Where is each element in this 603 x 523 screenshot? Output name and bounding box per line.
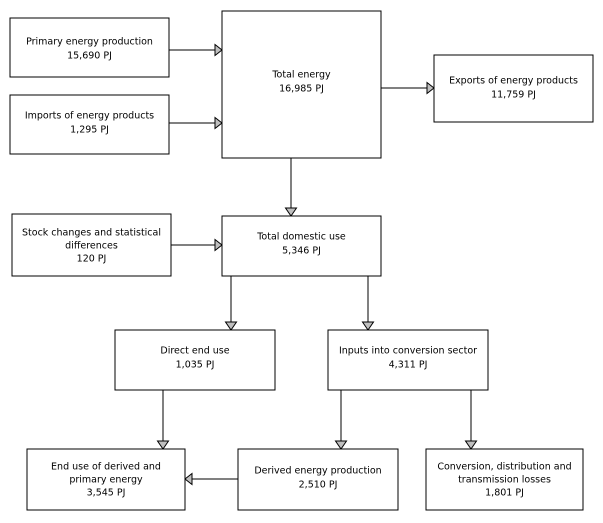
edge-total-energy-to-exports [381, 81, 435, 95]
arrow-head-right-icon [214, 116, 223, 130]
node-value-line: 15,690 PJ [67, 51, 112, 62]
arrow-head-down-icon [464, 440, 478, 450]
node-value-line: 2,510 PJ [299, 480, 338, 491]
node-label-line-2: primary energy [69, 475, 143, 486]
node-value-line: 16,985 PJ [279, 84, 324, 95]
node-box[interactable] [9, 17, 170, 78]
node-box[interactable] [221, 215, 382, 277]
node-label-line: Total energy [271, 70, 331, 81]
node-end-use-of-derived-and-primary-energy[interactable]: End use of derived and primary energy 3,… [26, 448, 186, 511]
node-value-line: 1,035 PJ [176, 360, 215, 371]
node-value-line: 1,295 PJ [70, 125, 109, 136]
node-total-domestic-use[interactable]: Total domestic use 5,346 PJ [221, 215, 382, 277]
edge-total-domestic-use-to-direct-end-use [224, 276, 238, 331]
arrow-head-down-icon [284, 207, 298, 217]
node-exports-of-energy-products[interactable]: Exports of energy products 11,759 PJ [433, 54, 594, 123]
node-conversion-distribution-and-transmission-losses[interactable]: Conversion, distribution and transmissio… [425, 448, 584, 511]
node-inputs-into-conversion-sector[interactable]: Inputs into conversion sector 4,311 PJ [327, 329, 489, 391]
node-label-line: Primary energy production [26, 37, 153, 48]
node-label-line-1: Conversion, distribution and [437, 462, 571, 473]
node-box[interactable] [425, 448, 584, 511]
node-label-line: Total domestic use [256, 232, 346, 243]
node-value-line: 3,545 PJ [87, 488, 126, 499]
node-box[interactable] [26, 448, 186, 511]
node-label-line: Direct end use [160, 346, 229, 357]
edge-stock-changes-to-total-domestic-use [171, 238, 223, 252]
node-direct-end-use[interactable]: Direct end use 1,035 PJ [114, 329, 276, 391]
edge-total-energy-to-total-domestic-use [284, 158, 298, 217]
node-total-energy[interactable]: Total energy 16,985 PJ [221, 10, 382, 159]
edge-total-domestic-use-to-inputs-conversion [361, 276, 375, 331]
node-label-line-2: transmission losses [458, 475, 551, 486]
node-box[interactable] [237, 448, 399, 511]
node-value-line: 120 PJ [77, 254, 107, 265]
node-label-line: Imports of energy products [25, 111, 154, 122]
edge-inputs-to-conversion-losses [464, 390, 478, 450]
node-box[interactable] [221, 10, 382, 159]
node-value-line: 11,759 PJ [491, 90, 536, 101]
node-value-line: 1,801 PJ [485, 488, 524, 499]
node-value-line: 5,346 PJ [282, 246, 321, 257]
arrow-head-down-icon [361, 321, 375, 331]
node-box[interactable] [327, 329, 489, 391]
arrow-head-down-icon [334, 440, 348, 450]
node-derived-energy-production[interactable]: Derived energy production 2,510 PJ [237, 448, 399, 511]
node-label-line: Inputs into conversion sector [339, 346, 477, 357]
arrow-head-down-icon [156, 440, 170, 450]
edge-primary-to-total-energy [169, 43, 223, 57]
edge-inputs-to-derived-energy-production [334, 390, 348, 450]
arrow-head-down-icon [224, 321, 238, 331]
node-label-line-1: Stock changes and statistical [22, 228, 161, 239]
node-label-line: Exports of energy products [449, 76, 578, 87]
node-label-line-2: differences [65, 241, 118, 252]
node-value-line: 4,311 PJ [389, 360, 428, 371]
node-label-line-1: End use of derived and [51, 462, 161, 473]
arrow-head-left-icon [184, 472, 193, 486]
edge-derived-energy-to-end-use [184, 472, 238, 486]
node-box[interactable] [9, 94, 170, 155]
node-box[interactable] [433, 54, 594, 123]
node-imports-of-energy-products[interactable]: Imports of energy products 1,295 PJ [9, 94, 170, 155]
arrow-head-right-icon [214, 238, 223, 252]
edge-direct-end-use-to-end-use [156, 390, 170, 450]
edge-imports-to-total-energy [169, 116, 223, 130]
node-stock-changes-and-statistical-differences[interactable]: Stock changes and statistical difference… [11, 213, 172, 277]
node-primary-energy-production[interactable]: Primary energy production 15,690 PJ [9, 17, 170, 78]
arrow-head-right-icon [214, 43, 223, 57]
node-box[interactable] [11, 213, 172, 277]
node-label-line: Derived energy production [254, 466, 381, 477]
arrow-head-right-icon [426, 81, 435, 95]
node-box[interactable] [114, 329, 276, 391]
